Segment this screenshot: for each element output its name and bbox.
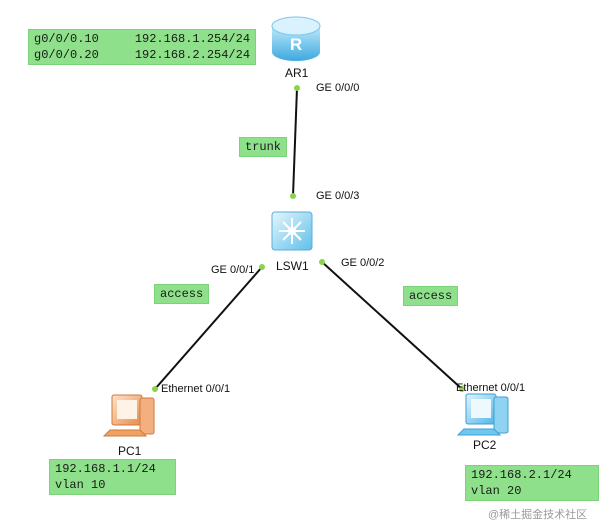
link-lsw1-pc1[interactable]: [154, 266, 263, 390]
switch-icon[interactable]: [271, 211, 313, 251]
pc1-label: PC1: [118, 444, 142, 458]
pc1-info-note[interactable]: 192.168.1.1/24 vlan 10: [49, 459, 176, 495]
port-dot-ar1-ge000: [294, 85, 300, 91]
port-dot-lsw-ge001: [259, 264, 265, 270]
pc1-vlan: vlan 10: [55, 478, 106, 492]
port-dot-pc2-eth: [459, 386, 465, 392]
port-label-pc2-eth: Ethernet 0/0/1: [456, 382, 526, 394]
router-icon[interactable]: R: [271, 16, 321, 61]
pc2-info-note[interactable]: 192.168.2.1/24 vlan 20: [465, 465, 599, 501]
pc2-label: PC2: [473, 438, 497, 452]
port-dot-lsw-ge002: [319, 259, 325, 265]
access-note-left[interactable]: access: [154, 284, 210, 304]
trunk-note[interactable]: trunk: [239, 137, 288, 157]
access-note-right[interactable]: access: [403, 286, 459, 306]
pc1-icon[interactable]: [102, 394, 155, 437]
switch-label: LSW1: [276, 259, 309, 273]
port-dot-pc1-eth: [152, 386, 158, 392]
watermark-text: @稀土掘金技术社区: [488, 509, 588, 521]
router-interface-line-2: g0/0/0.20 192.168.2.254/24: [34, 48, 251, 62]
router-interfaces-note[interactable]: g0/0/0.10 192.168.1.254/24 g0/0/0.20 192.…: [28, 29, 257, 65]
port-dot-lsw-ge003: [290, 193, 296, 199]
port-label-ar1-ge000: GE 0/0/0: [316, 82, 360, 94]
port-label-lsw-ge003: GE 0/0/3: [316, 190, 360, 202]
port-label-lsw-ge002: GE 0/0/2: [341, 257, 385, 269]
router-interface-line-1: g0/0/0.10 192.168.1.254/24: [34, 32, 251, 46]
pc1-ip: 192.168.1.1/24: [55, 462, 156, 476]
pc2-ip: 192.168.2.1/24: [471, 468, 572, 482]
link-lsw1-pc2[interactable]: [321, 261, 463, 390]
svg-text:R: R: [290, 35, 302, 54]
pc2-icon[interactable]: [456, 393, 509, 436]
port-label-pc1-eth: Ethernet 0/0/1: [161, 383, 231, 395]
link-ar1-lsw1[interactable]: [292, 87, 298, 197]
port-label-lsw-ge001: GE 0/0/1: [211, 264, 255, 276]
router-label: AR1: [285, 66, 309, 80]
pc2-vlan: vlan 20: [471, 484, 522, 498]
